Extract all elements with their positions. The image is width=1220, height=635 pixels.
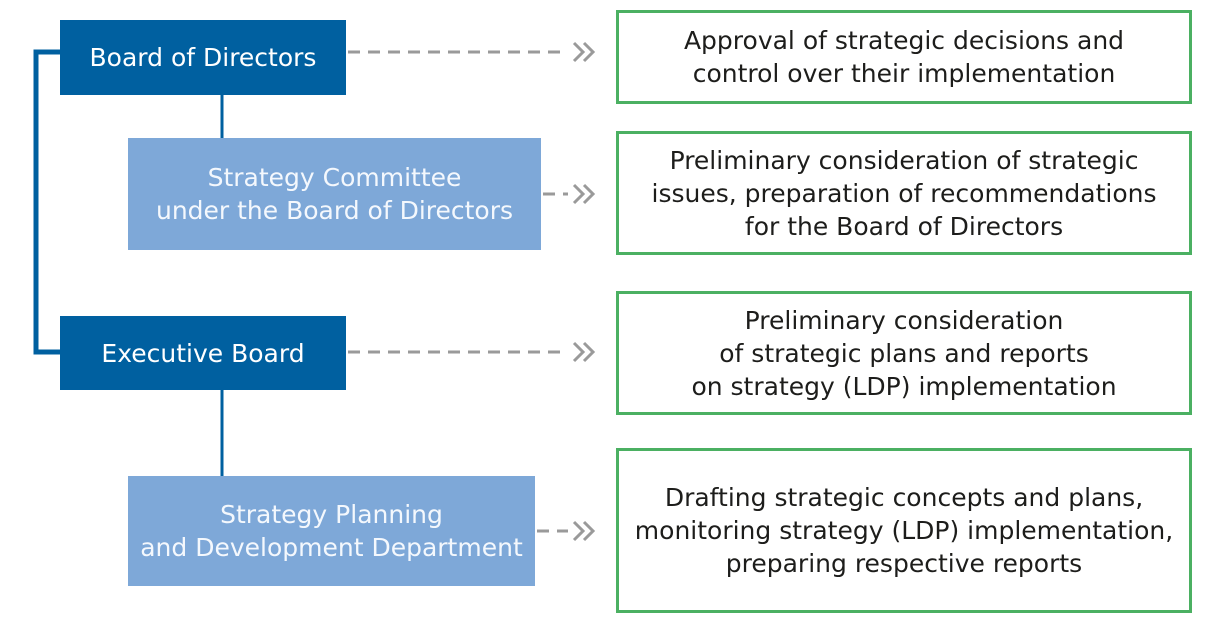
left-bracket-connector bbox=[33, 49, 60, 355]
board-of-directors-box: Board of Directors bbox=[60, 20, 346, 95]
strategy-planning-department-label: Strategy Planning and Development Depart… bbox=[140, 500, 523, 562]
executive-board-label: Executive Board bbox=[101, 338, 305, 368]
strategy-committee-box: Strategy Committee under the Board of Di… bbox=[128, 138, 541, 250]
arrow-department bbox=[537, 520, 596, 542]
board-description-text: Approval of strategic decisions and cont… bbox=[683, 26, 1125, 88]
executive-description-box: Preliminary consideration of strategic p… bbox=[616, 291, 1192, 415]
department-description-box: Drafting strategic concepts and plans, m… bbox=[616, 448, 1192, 613]
committee-description-text: Preliminary consideration of strategic i… bbox=[651, 145, 1157, 241]
committee-description-box: Preliminary consideration of strategic i… bbox=[616, 131, 1192, 255]
executive-board-box: Executive Board bbox=[60, 316, 346, 390]
strategy-planning-department-box: Strategy Planning and Development Depart… bbox=[128, 476, 535, 586]
arrow-executive bbox=[348, 341, 596, 363]
board-of-directors-label: Board of Directors bbox=[89, 43, 317, 72]
executive-description-text: Preliminary consideration of strategic p… bbox=[691, 305, 1117, 401]
board-description-box: Approval of strategic decisions and cont… bbox=[616, 10, 1192, 104]
arrow-board bbox=[348, 41, 596, 63]
strategy-committee-label: Strategy Committee under the Board of Di… bbox=[155, 163, 514, 225]
arrow-committee bbox=[543, 183, 596, 205]
department-description-text: Drafting strategic concepts and plans, m… bbox=[634, 483, 1174, 578]
